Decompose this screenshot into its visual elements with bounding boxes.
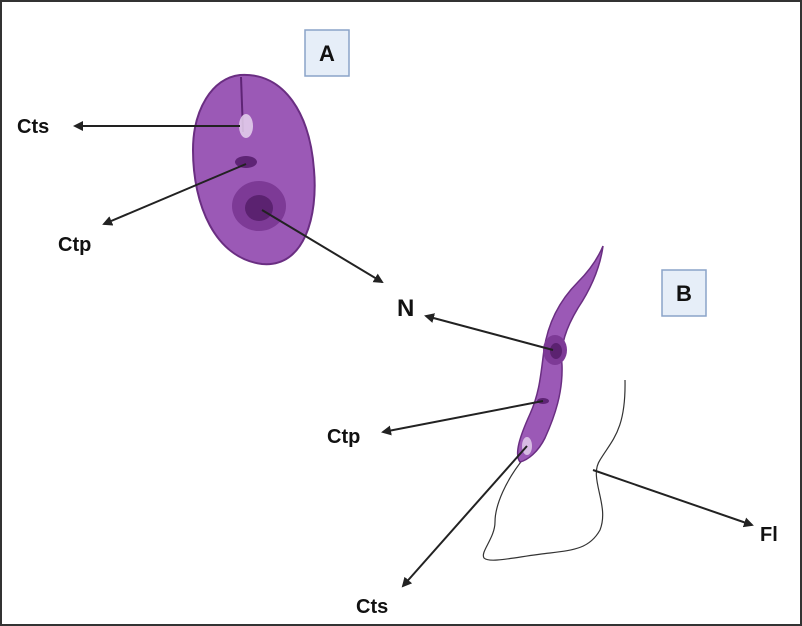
arrow-n-b (426, 316, 553, 350)
amastigote-nucleus-inner (245, 195, 273, 221)
promastigote-nucleus-inner (550, 343, 562, 359)
panel-b-letter: B (676, 281, 692, 306)
label-cts-a: Cts (17, 116, 49, 138)
panel-b-label: B (662, 270, 706, 316)
panel-a-label: A (305, 30, 349, 76)
promastigote-cell (518, 246, 603, 462)
panel-a-letter: A (319, 41, 335, 66)
arrows (75, 126, 752, 586)
amastigote-cytostome (239, 114, 253, 138)
label-ctp-a: Ctp (58, 234, 91, 256)
amastigote-body (193, 75, 315, 264)
label-ctp-b: Ctp (327, 426, 360, 448)
amastigote-cell (193, 75, 315, 264)
arrow-cts-b (403, 446, 527, 586)
arrow-fl (593, 470, 752, 525)
label-fl: Fl (760, 524, 778, 546)
label-cts-b: Cts (356, 596, 388, 618)
arrow-ctp-b (383, 401, 543, 432)
label-n: N (397, 295, 414, 322)
